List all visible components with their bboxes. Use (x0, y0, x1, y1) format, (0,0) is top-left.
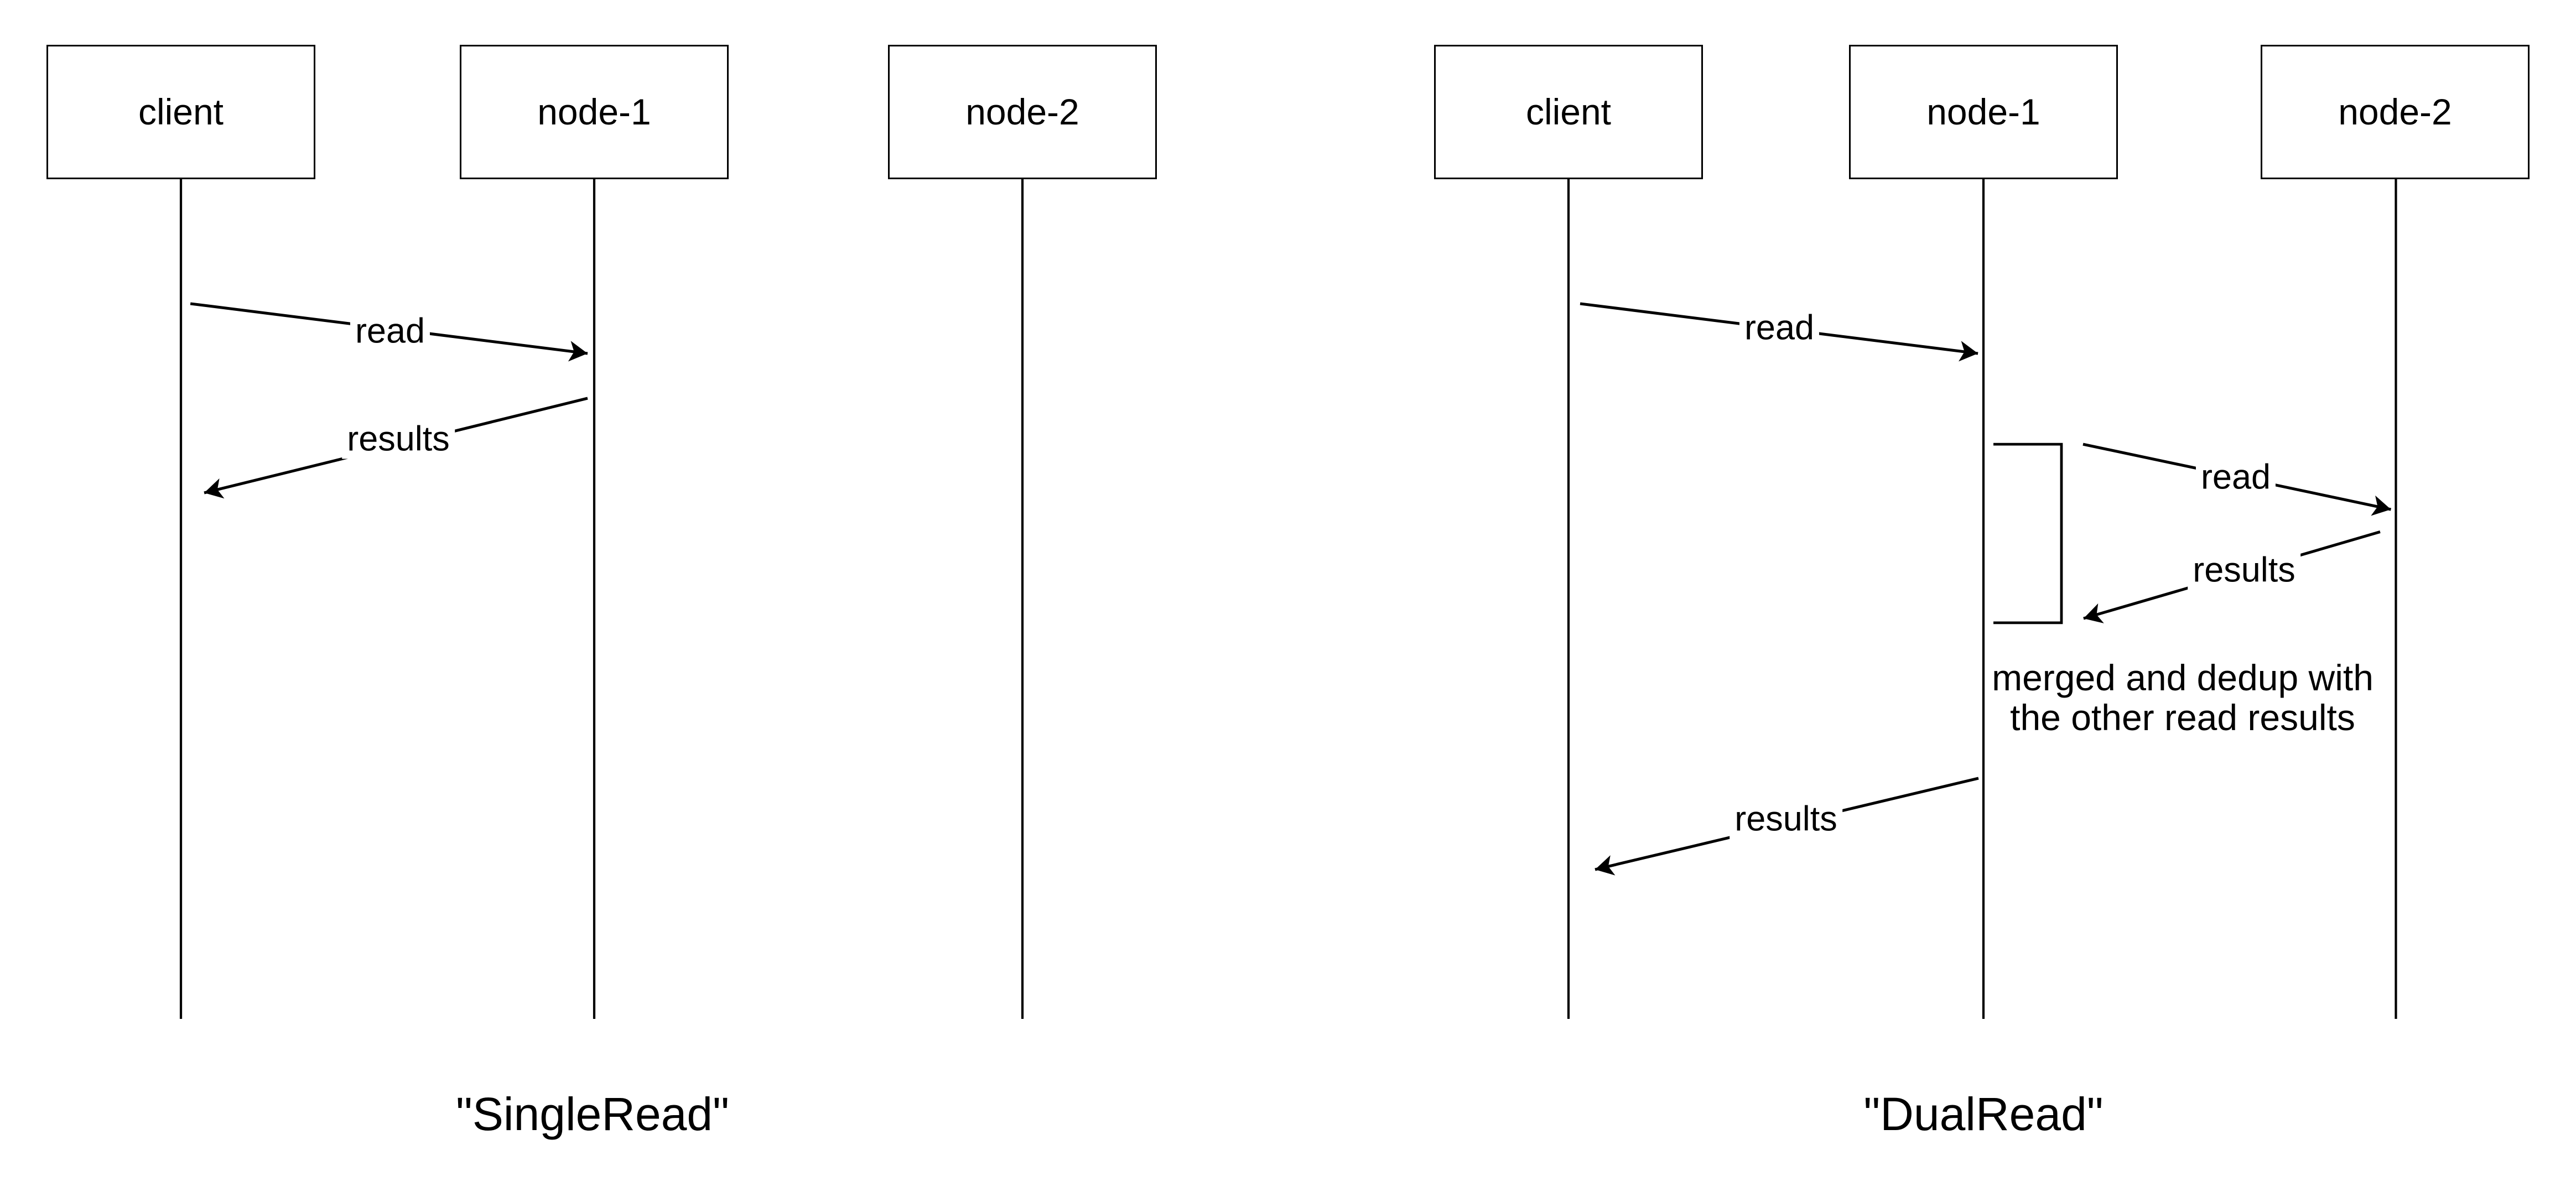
actor-box-right-node-1: node-1 (1849, 45, 2118, 179)
message-label-right-read-2: read (2195, 459, 2276, 497)
actor-box-right-node-2: node-2 (2261, 45, 2530, 179)
note-line-2: the other read results (2010, 697, 2355, 738)
activation-bracket-node-1 (1993, 443, 2063, 624)
message-label-right-results-1: results (2188, 551, 2300, 590)
message-label-right-results-2: results (1730, 800, 1842, 839)
actor-box-left-node-1: node-1 (460, 45, 729, 179)
caption-dual-read: "DualRead" (1863, 1089, 2104, 1140)
actor-label: node-1 (537, 90, 651, 132)
caption-single-read: "SingleRead" (456, 1089, 729, 1140)
message-label-left-read: read (350, 313, 430, 351)
message-label-left-results: results (342, 420, 455, 459)
actor-label: client (1525, 90, 1612, 132)
note-text: merged and dedup with the other read res… (1992, 657, 2374, 738)
actor-box-left-node-2: node-2 (888, 45, 1157, 179)
actor-label: node-2 (2338, 90, 2452, 132)
note-line-1: merged and dedup with (1992, 657, 2374, 699)
actor-label: node-1 (1926, 90, 2040, 132)
actor-label: node-2 (965, 90, 1079, 132)
actor-box-left-client: client (46, 45, 315, 179)
actor-box-right-client: client (1434, 45, 1703, 179)
actor-label: client (138, 90, 224, 132)
message-label-right-read-1: read (1739, 309, 1820, 348)
